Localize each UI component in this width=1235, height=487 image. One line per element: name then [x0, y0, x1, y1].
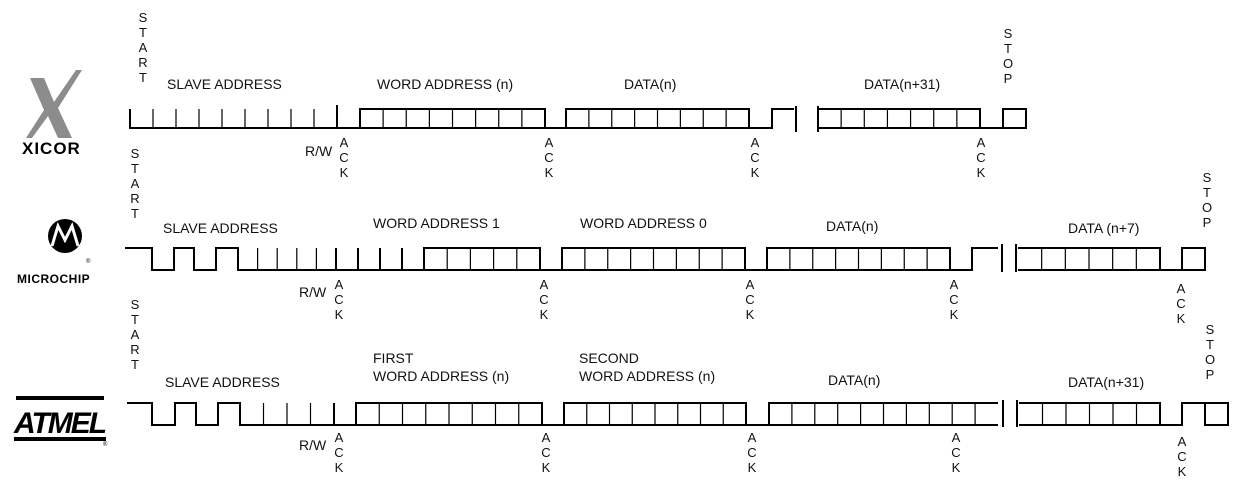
first-word-address-line1: FIRST — [373, 350, 414, 366]
waveform — [127, 400, 1229, 427]
data-n-label: DATA(n) — [624, 76, 676, 92]
svg-text:®: ® — [103, 441, 108, 448]
slave-address-label: SLAVE ADDRESS — [165, 374, 280, 390]
data-last-label: DATA (n+7) — [1068, 220, 1139, 236]
second-word-address-line1: SECOND — [579, 350, 639, 366]
slave-address-label: SLAVE ADDRESS — [163, 220, 278, 236]
microchip-logo: ® MICROCHIP — [17, 219, 91, 286]
waveform — [125, 244, 1206, 272]
atmel-logo: ATMEL ® — [13, 396, 108, 448]
bit-cells — [238, 248, 1205, 271]
data-n-label: DATA(n) — [828, 372, 880, 388]
word-address-0-label: WORD ADDRESS 0 — [580, 215, 707, 231]
rw-label: R/W — [299, 437, 327, 453]
bit-cells — [130, 109, 1026, 129]
slave-address-label: SLAVE ADDRESS — [167, 76, 282, 92]
svg-text:®: ® — [86, 258, 91, 265]
waveform — [129, 105, 1027, 132]
word-address-label: WORD ADDRESS (n) — [377, 76, 513, 92]
first-word-address-line2: WORD ADDRESS (n) — [373, 368, 509, 384]
xicor-logo: XICOR — [22, 70, 82, 158]
microchip-logo-text: MICROCHIP — [17, 272, 90, 286]
data-last-label: DATA(n+31) — [864, 76, 940, 92]
rw-label: R/W — [299, 284, 327, 300]
word-address-1-label: WORD ADDRESS 1 — [373, 215, 500, 231]
second-word-address-line2: WORD ADDRESS (n) — [579, 368, 715, 384]
xicor-logo-text: XICOR — [22, 139, 81, 158]
data-last-label: DATA(n+31) — [1068, 374, 1144, 390]
xicor-x-mark — [26, 70, 82, 138]
microchip-emblem — [48, 219, 82, 253]
rw-label: R/W — [305, 143, 333, 159]
bit-cells — [240, 403, 1228, 426]
atmel-logo-text: ATMEL — [13, 407, 106, 440]
data-n-label: DATA(n) — [826, 218, 878, 234]
